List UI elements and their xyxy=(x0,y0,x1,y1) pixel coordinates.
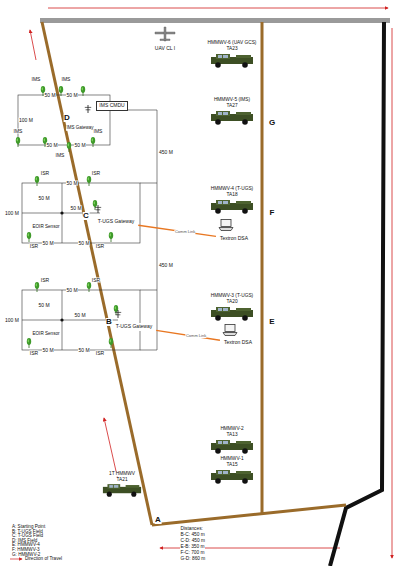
gateway-node: T-UGS Gateway xyxy=(96,218,136,225)
vehicle-id: TA15 xyxy=(226,463,238,468)
dimension-label: 50 M xyxy=(74,313,86,318)
vehicle-id: TA23 xyxy=(226,47,238,52)
dimension-label: 50 M xyxy=(38,303,50,308)
legend-text: A: Starting Point xyxy=(12,524,45,529)
link-label: Comm Link xyxy=(174,230,195,234)
gateway-node: T-UGS Gateway xyxy=(114,323,154,330)
sensor-label: EOIR Sensor xyxy=(32,225,60,230)
vehicle-label: HMMWV-1 xyxy=(220,457,244,462)
comm-link xyxy=(156,330,220,340)
legend-entry: Direction of Travel xyxy=(25,557,62,562)
distance-entry: C-D: 450 m xyxy=(180,539,206,544)
dimension-label: 50 M xyxy=(66,288,78,293)
vehicle-label: HMMWV-6 (UAV GCS) xyxy=(207,41,257,46)
point-letter: F xyxy=(269,209,275,217)
dimension-label: 450 M xyxy=(159,263,174,268)
distance-entry: G-D: 860 m xyxy=(180,557,206,562)
sensor-label: ISR xyxy=(29,244,38,249)
legend-text: G: HMMWV-2 xyxy=(12,552,40,557)
command-box: IMS CMDU xyxy=(96,101,127,110)
vehicle-label: HMMWV-4 (T-UGS) xyxy=(210,187,253,192)
distance-entry: B-C: 450 m xyxy=(180,533,205,538)
dimension-label: 100 M xyxy=(19,118,34,123)
sensor-label: ISR xyxy=(40,278,49,283)
gateway-label: IMS Gateway xyxy=(66,126,94,131)
dimension-label: 50 M xyxy=(66,93,78,98)
sensor-label: IMS xyxy=(31,77,41,82)
sensor-label: ISR xyxy=(40,171,49,176)
point-letter: D xyxy=(64,114,71,122)
vehicle-id: TA27 xyxy=(226,104,238,109)
link-label: Comm Link xyxy=(185,334,206,338)
node-text: Textron DSA xyxy=(224,340,252,345)
sensor-label: IMS xyxy=(13,129,23,134)
distance-heading: Distances: xyxy=(180,527,203,532)
node-text: T-UGS Gateway xyxy=(116,324,152,329)
workstation-node: Textron DSA xyxy=(218,235,250,242)
dimension-label: 50 M xyxy=(42,241,54,246)
dimension-label: 50 M xyxy=(78,241,90,246)
dimension-label: 50 M xyxy=(66,181,78,186)
node-text: Textron DSA xyxy=(220,236,248,241)
sensor-label: IMS xyxy=(61,77,71,82)
dimension-label: 50 M xyxy=(38,196,50,201)
dimension-label: 50 M xyxy=(74,143,86,148)
vehicle-label: HMMWV-5 (IMS) xyxy=(213,98,250,103)
dimension-label: 50 M xyxy=(78,348,90,353)
sensor-label: IMS xyxy=(93,129,103,134)
node-text: IMS CMDU xyxy=(99,103,124,108)
sensor-label: ISR xyxy=(95,351,104,356)
vehicle-id: TA18 xyxy=(226,193,238,198)
point-letter: C xyxy=(83,212,90,220)
vehicle-id: TA21 xyxy=(116,478,128,483)
dimension-label: 50 M xyxy=(42,348,54,353)
aircraft-label: UAV CL I xyxy=(154,46,175,51)
point-letter: E xyxy=(269,318,275,326)
distance-entry: E-B: 350 m xyxy=(180,545,205,550)
sensor-label: ISR xyxy=(91,171,100,176)
distance-entry: F-C: 700 m xyxy=(180,551,205,556)
workstation-node: Textron DSA xyxy=(222,339,254,346)
vehicle-label: HMMWV-2 xyxy=(220,427,244,432)
sensor-label: ISR xyxy=(29,351,38,356)
dimension-label: 100 M xyxy=(5,211,20,216)
point-letter: B xyxy=(106,318,113,326)
legend-text: F: HMMWV-3 xyxy=(12,547,40,552)
sensor-label: ISR xyxy=(95,244,104,249)
sensor-label: ISR xyxy=(91,278,100,283)
dimension-label: 50 M xyxy=(46,143,58,148)
dimension-label: 50 M xyxy=(44,93,56,98)
point-letter: A xyxy=(155,516,162,524)
vehicle-label: HMMWV-3 (T-UGS) xyxy=(210,294,253,299)
dimension-label: 450 M xyxy=(159,150,174,155)
legend-text: E: HMMWV-4 xyxy=(12,542,40,547)
sensor-label: EOIR Sensor xyxy=(32,332,60,337)
point-letter: G xyxy=(268,119,275,127)
vehicle-id: TA20 xyxy=(226,300,238,305)
dimension-label: 100 M xyxy=(5,318,20,323)
node-text: T-UGS Gateway xyxy=(98,219,134,224)
comm-link xyxy=(138,225,216,236)
legend-text: D: IMS Field xyxy=(12,538,37,543)
legend-text: Direction of Travel xyxy=(25,556,62,561)
sensor-label: IMS xyxy=(55,153,65,158)
legend-text: C: T-UGS Field xyxy=(12,533,43,538)
vehicle-label: 1T HMMWV xyxy=(108,472,135,477)
vehicle-id: TA13 xyxy=(226,433,238,438)
legend-text: B: T-UGS Field xyxy=(12,529,43,534)
dimension-label: 50 M xyxy=(70,206,82,211)
